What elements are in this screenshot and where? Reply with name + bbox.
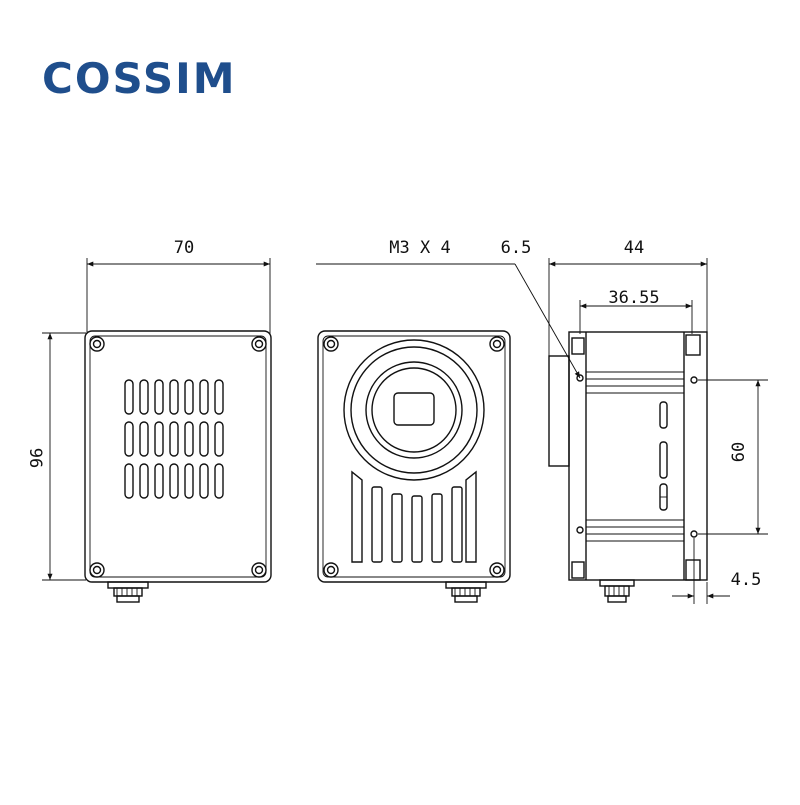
hole-depth-label: 36.55 — [608, 288, 659, 308]
back-housing — [84, 330, 272, 583]
mounting-holes — [576, 374, 698, 538]
lens-protrusion — [548, 355, 570, 467]
heatsink-fins — [351, 470, 477, 563]
width-label: 70 — [174, 238, 194, 258]
back-connector — [107, 581, 149, 603]
side-view: 44 36.55 — [548, 238, 768, 604]
hole-edge-label: 4.5 — [731, 570, 762, 590]
vent-slots — [124, 379, 224, 499]
sensor-window — [393, 392, 435, 426]
front-view: M3 X 4 6.5 — [316, 238, 581, 603]
front-corner-screws — [323, 336, 505, 578]
depth-label: 44 — [624, 238, 644, 258]
side-ribs — [586, 371, 684, 542]
back-view: 70 96 — [25, 238, 272, 603]
lens-offset-label: 6.5 — [501, 238, 532, 258]
height-label: 96 — [25, 448, 45, 468]
brand-logo: COSSIM — [42, 54, 237, 103]
front-housing — [317, 330, 511, 583]
corner-screws — [89, 336, 267, 578]
lens-mount — [343, 339, 485, 481]
side-connector — [599, 579, 635, 603]
screw-spec-label: M3 X 4 — [389, 238, 450, 258]
hole-spacing-label: 60 — [729, 442, 749, 462]
side-housing — [568, 331, 708, 581]
front-connector — [445, 581, 487, 603]
indicator-slots — [659, 401, 668, 511]
